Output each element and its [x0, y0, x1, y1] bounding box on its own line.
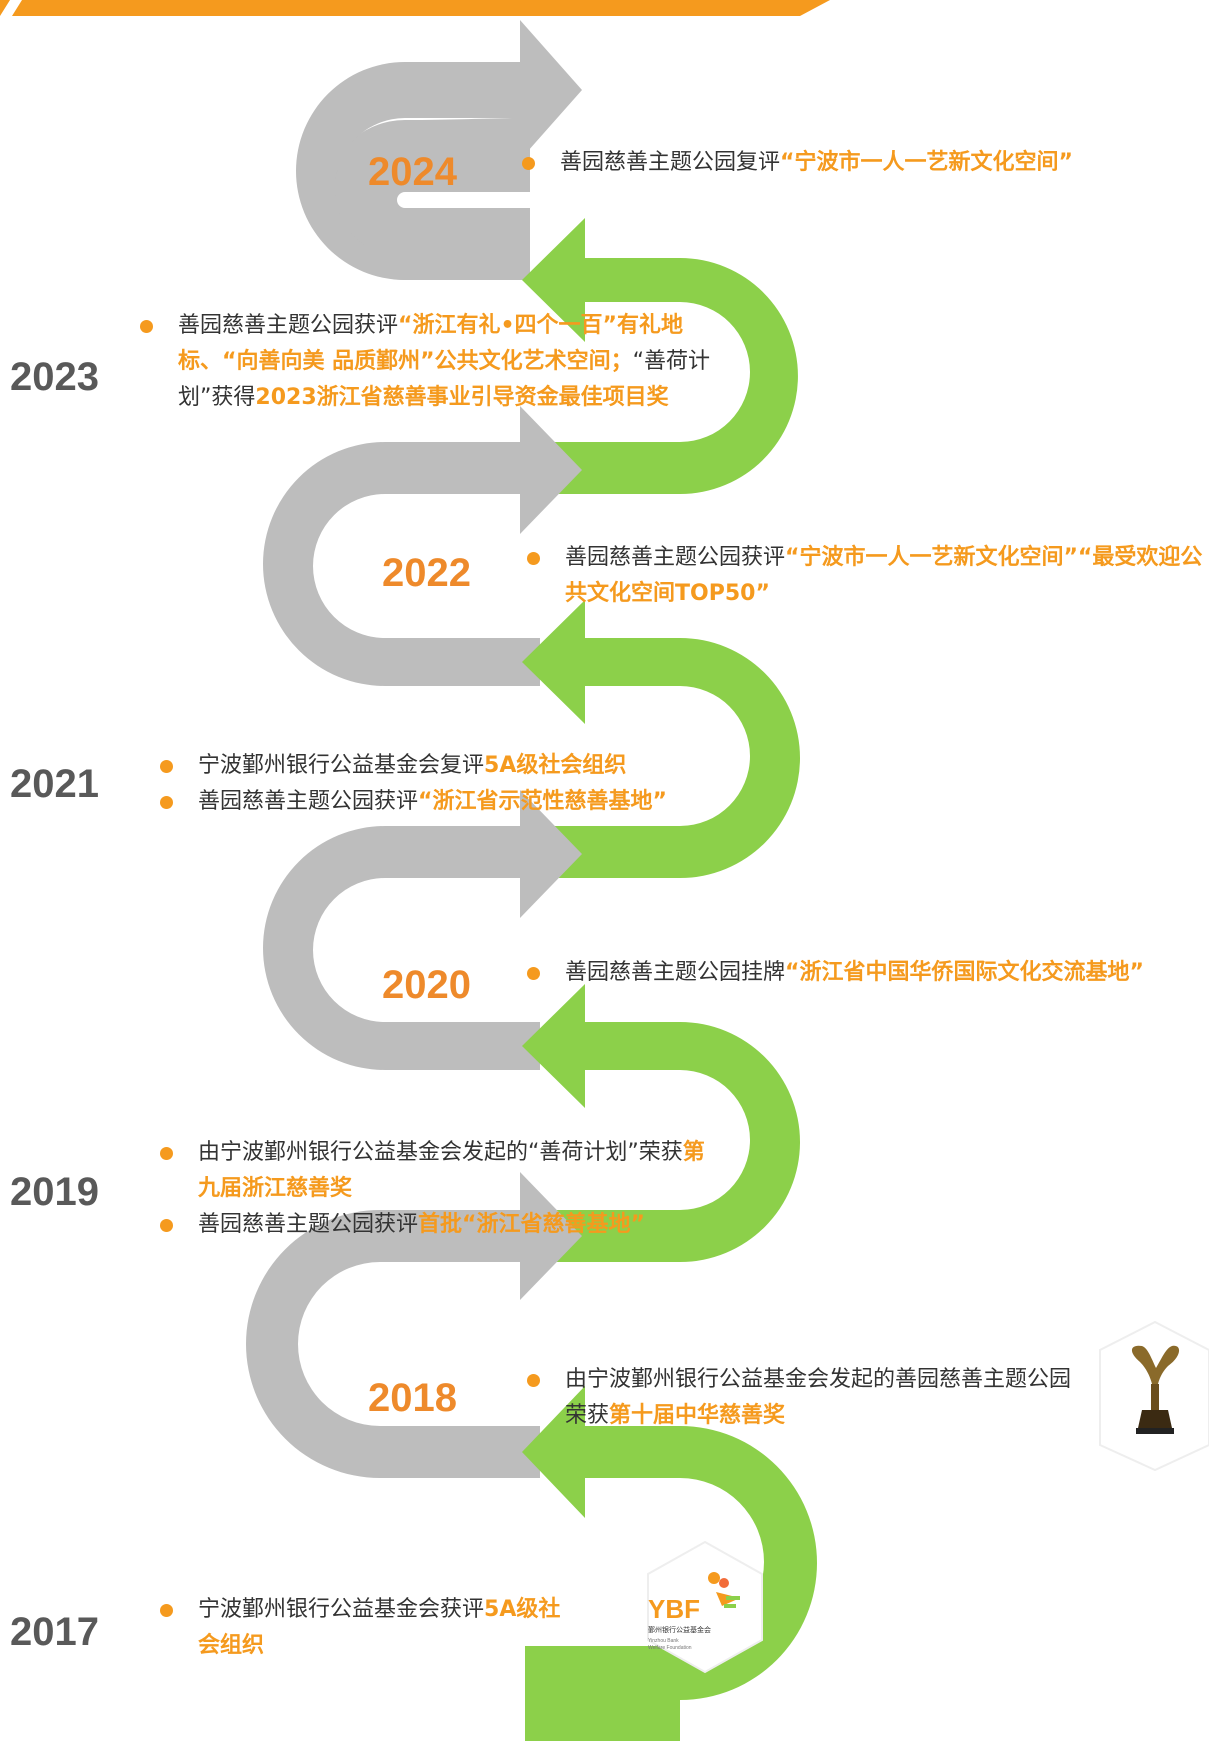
green-arrow-2017	[522, 1386, 817, 1741]
year-2017: 2017	[10, 1610, 99, 1654]
highlight-text: “宁波市一人一艺新文化空间”	[780, 150, 1073, 175]
body-text: 宁波鄞州银行公益基金会复评	[198, 753, 485, 778]
timeline-bullet-item: 由宁波鄞州银行公益基金会发起的善园慈善主题公园荣获第十届中华慈善奖	[525, 1362, 1085, 1434]
highlight-text: 第九届浙江慈善奖	[198, 1140, 705, 1201]
highlight-text: “浙江省示范性慈善基地”	[418, 789, 667, 814]
body-text: “善荷计划”获得	[178, 349, 710, 410]
ybf-logo-en2: Welfare Foundation	[648, 1645, 692, 1651]
green-arrow-2019	[522, 984, 800, 1262]
highlight-text: 5A级社会组织	[198, 1597, 561, 1658]
body-text: 由宁波鄞州银行公益基金会发起的“善荷计划”荣获	[198, 1140, 683, 1165]
timeline-bullet-item: 善园慈善主题公园获评“宁波市一人一艺新文化空间”“最受欢迎公共文化空间TOP50…	[525, 540, 1209, 612]
ybf-logo-en1: Yinzhou Bank	[648, 1638, 679, 1644]
green-arrow-2023	[522, 218, 798, 494]
year-2019: 2019	[10, 1170, 99, 1214]
gray-arrow-2020	[263, 790, 582, 1070]
timeline-bullet-item: 善园慈善主题公园获评首批“浙江省慈善基地”	[158, 1207, 713, 1243]
highlight-text: “浙江省中国华侨国际文化交流基地”	[785, 960, 1144, 985]
year-2018: 2018	[368, 1376, 457, 1420]
timeline-bullet-item: 善园慈善主题公园获评“浙江有礼•四个一百”有礼地标、“向善向美 品质鄞州”公共文…	[138, 308, 748, 416]
body-text: 善园慈善主题公园获评	[178, 313, 399, 338]
desc-2017: 宁波鄞州银行公益基金会获评5A级社会组织	[158, 1592, 578, 1664]
desc-2024: 善园慈善主题公园复评“宁波市一人一艺新文化空间”	[520, 145, 1200, 181]
body-text: 善园慈善主题公园获评	[198, 1212, 419, 1237]
header-bar	[0, 0, 830, 16]
timeline-bullet-item: 善园慈善主题公园获评“浙江省示范性慈善基地”	[158, 784, 738, 820]
timeline-bullet-item: 宁波鄞州银行公益基金会获评5A级社会组织	[158, 1592, 578, 1664]
gray-arrow-2018	[246, 1172, 582, 1478]
year-2023: 2023	[10, 355, 99, 399]
timeline-bullet-item: 由宁波鄞州银行公益基金会发起的“善荷计划”荣获第九届浙江慈善奖	[158, 1135, 713, 1207]
desc-2022: 善园慈善主题公园获评“宁波市一人一艺新文化空间”“最受欢迎公共文化空间TOP50…	[525, 540, 1209, 612]
trophy-badge	[1099, 1320, 1209, 1472]
year-2022: 2022	[382, 551, 471, 595]
year-2020: 2020	[382, 963, 471, 1007]
year-2021: 2021	[10, 762, 99, 806]
desc-2019: 由宁波鄞州银行公益基金会发起的“善荷计划”荣获第九届浙江慈善奖善园慈善主题公园获…	[158, 1135, 713, 1243]
highlight-text: 5A级社会组织	[484, 753, 627, 778]
body-text: 由宁波鄞州银行公益基金会发起的善园慈善主题公园荣获	[565, 1367, 1072, 1428]
gray-arrow-2022	[263, 406, 582, 686]
header-slash	[0, 0, 22, 16]
desc-2023: 善园慈善主题公园获评“浙江有礼•四个一百”有礼地标、“向善向美 品质鄞州”公共文…	[138, 308, 748, 416]
year-2024: 2024	[368, 150, 457, 194]
ybf-logo-cn: 鄞州银行公益基金会	[648, 1625, 711, 1634]
green-arrow-2021	[522, 600, 800, 878]
highlight-text: 第十届中华慈善奖	[609, 1403, 786, 1428]
highlight-text: “宁波市一人一艺新文化空间”“最受欢迎公共文化空间TOP50”	[565, 545, 1203, 606]
timeline-bullet-item: 善园慈善主题公园挂牌“浙江省中国华侨国际文化交流基地”	[525, 955, 1209, 991]
desc-2018: 由宁波鄞州银行公益基金会发起的善园慈善主题公园荣获第十届中华慈善奖	[525, 1362, 1085, 1434]
desc-2021: 宁波鄞州银行公益基金会复评5A级社会组织善园慈善主题公园获评“浙江省示范性慈善基…	[158, 748, 738, 820]
ybf-logo: YBF 鄞州银行公益基金会 Yinzhou Bank Welfare Found…	[648, 1572, 740, 1651]
timeline-bullet-item: 宁波鄞州银行公益基金会复评5A级社会组织	[158, 748, 738, 784]
body-text: 善园慈善主题公园复评	[560, 150, 781, 175]
highlight-text: 2023浙江省慈善事业引导资金最佳项目奖	[255, 385, 669, 410]
body-text: 善园慈善主题公园获评	[565, 545, 786, 570]
highlight-text: 首批“浙江省慈善基地”	[418, 1212, 645, 1237]
ybf-logo-badge: YBF 鄞州银行公益基金会 Yinzhou Bank Welfare Found…	[647, 1540, 763, 1674]
body-text: 善园慈善主题公园挂牌	[565, 960, 786, 985]
timeline-bullet-item: 善园慈善主题公园复评“宁波市一人一艺新文化空间”	[520, 145, 1200, 181]
body-text: 宁波鄞州银行公益基金会获评	[198, 1597, 485, 1622]
ybf-logo-title: YBF	[648, 1594, 700, 1624]
body-text: 善园慈善主题公园获评	[198, 789, 419, 814]
highlight-text: “浙江有礼•四个一百”有礼地标、“向善向美 品质鄞州”公共文化艺术空间；	[178, 313, 683, 374]
trophy-icon	[1131, 1345, 1180, 1434]
desc-2020: 善园慈善主题公园挂牌“浙江省中国华侨国际文化交流基地”	[525, 955, 1209, 991]
gray-arrow-2024	[296, 20, 582, 280]
